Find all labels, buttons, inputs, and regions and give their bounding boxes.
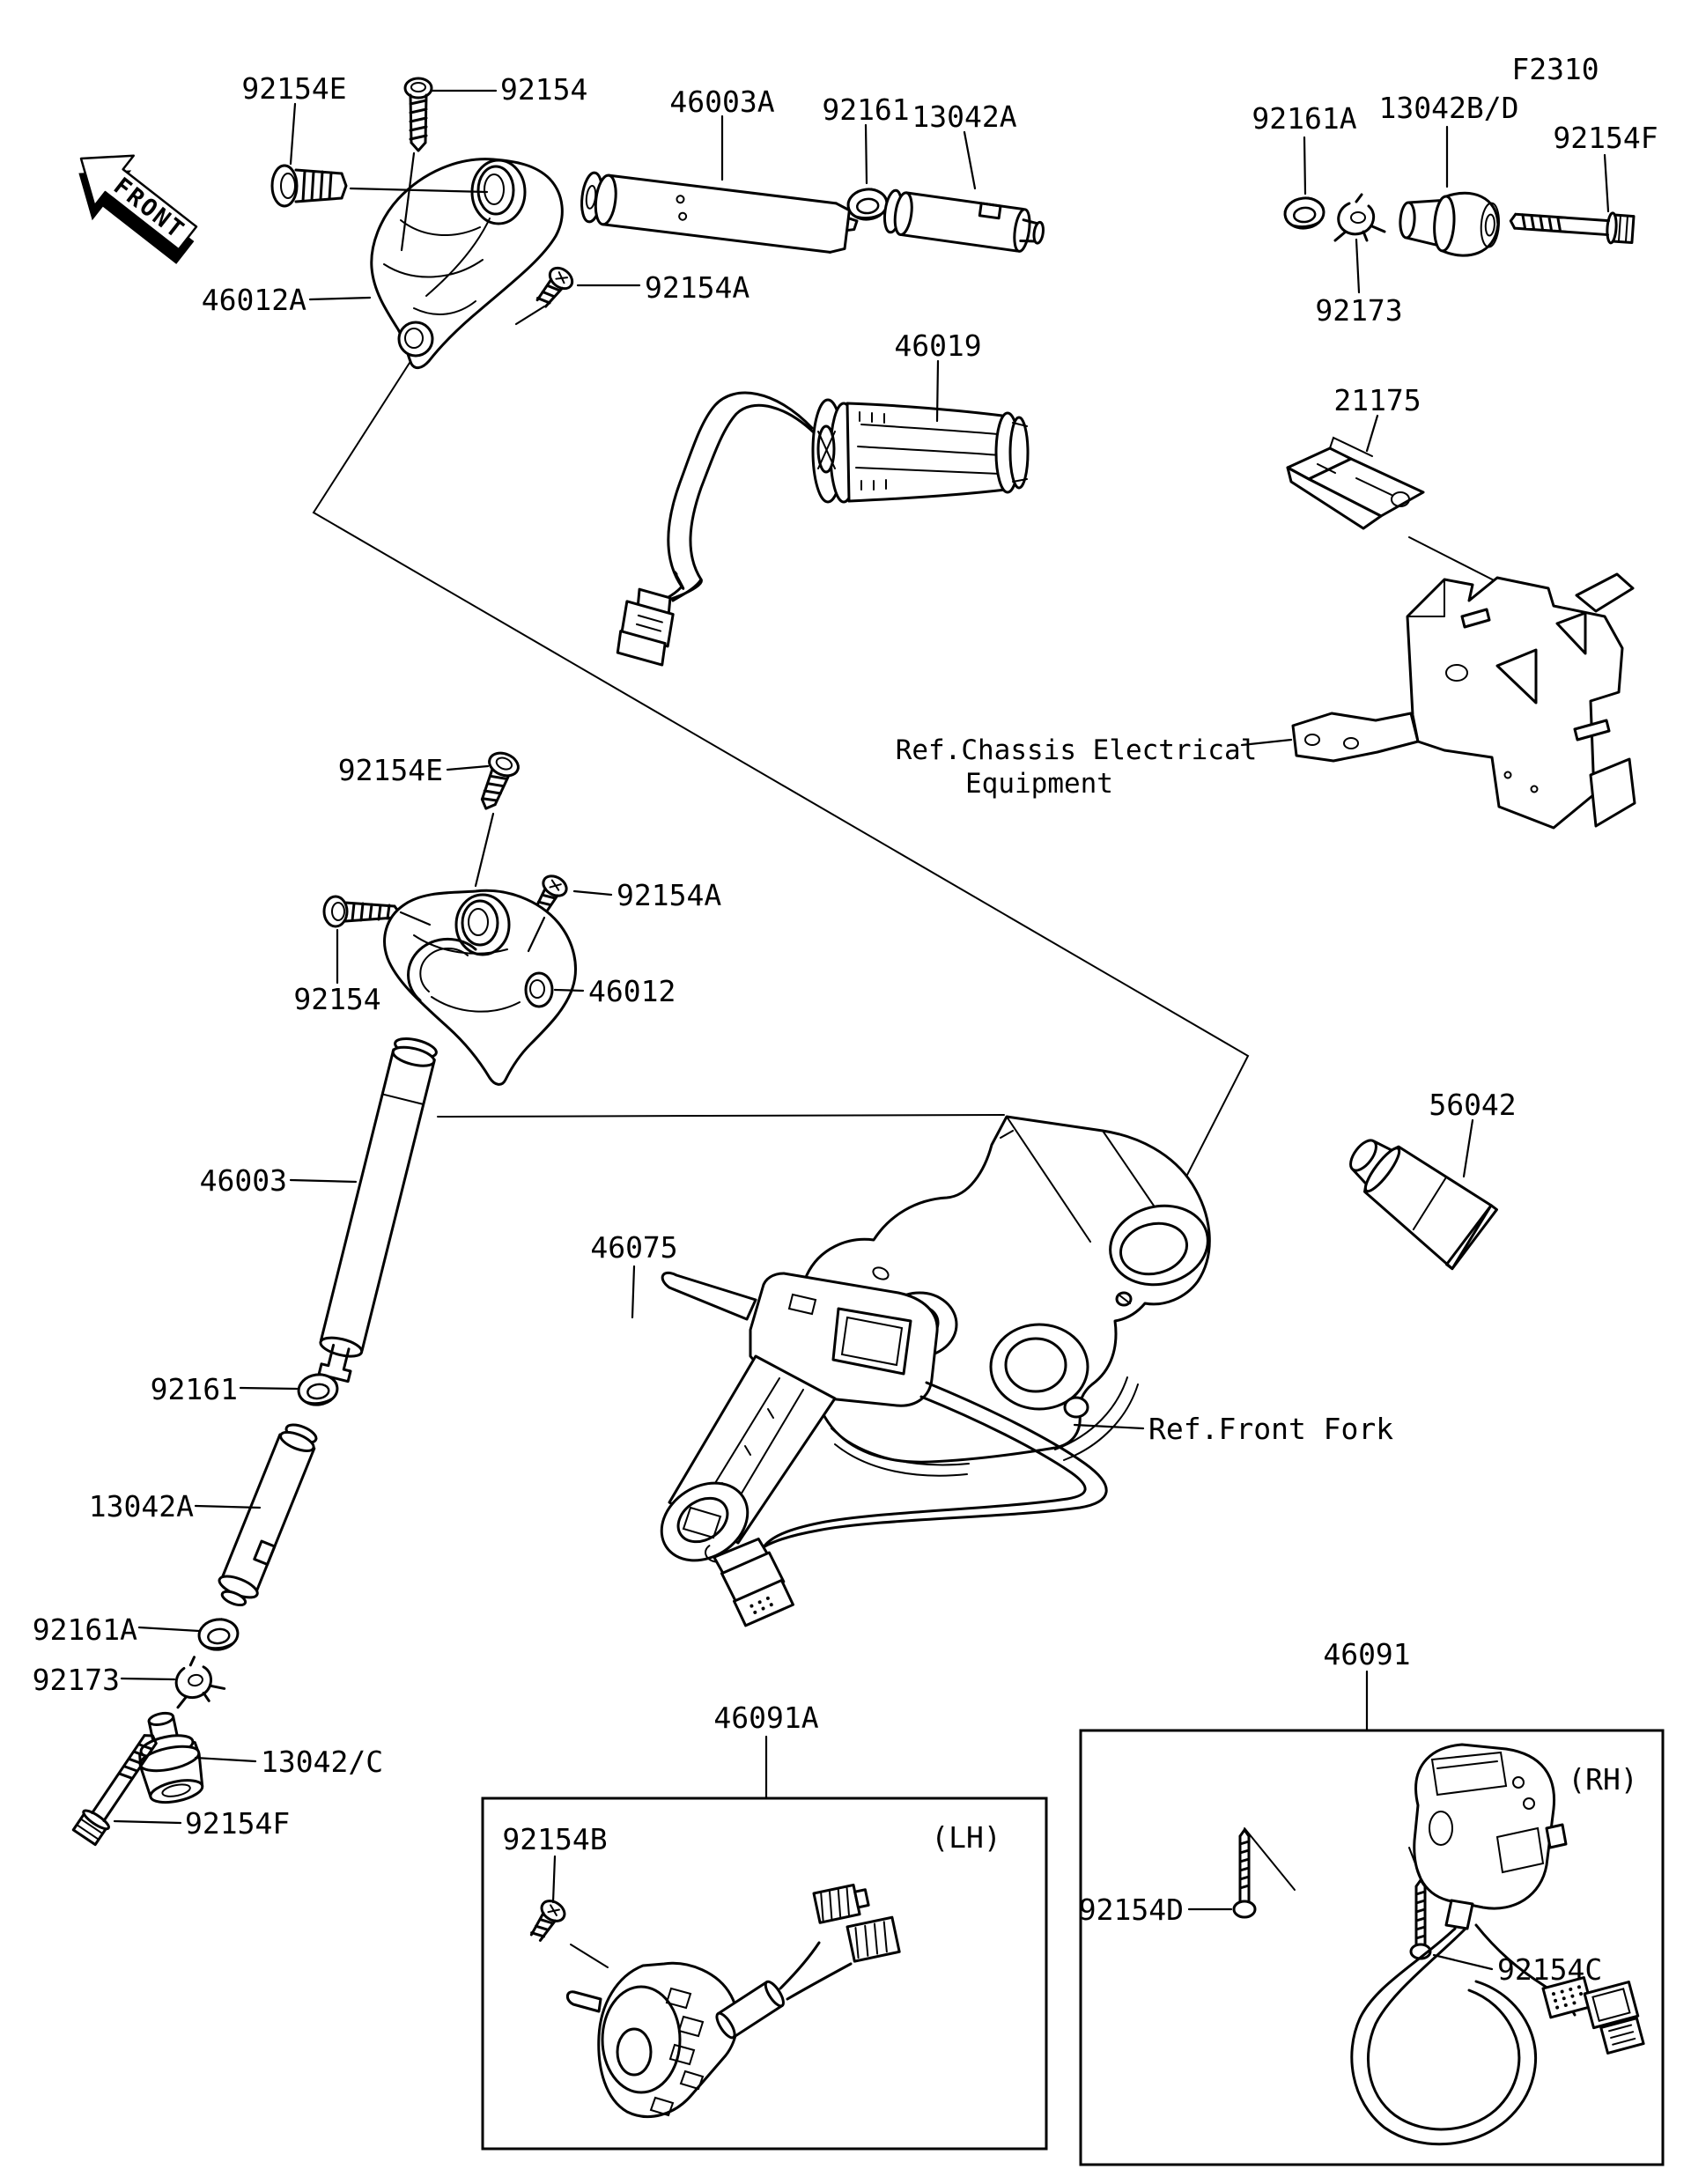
label-46012a: 46012A (202, 283, 306, 317)
part-21175-relay (1286, 436, 1510, 589)
part-46003a-handlebar (580, 171, 859, 255)
part-56042-grease (1349, 1139, 1498, 1271)
ref-chassis-line1: Ref.Chassis Electrical (896, 734, 1258, 766)
part-46019-heated-grip (616, 391, 1030, 667)
label-92161-top: 92161 (822, 92, 909, 127)
part-92154-top-screw (403, 77, 433, 152)
lh-inset-box (481, 1797, 1048, 2151)
label-92154a-top: 92154A (645, 270, 750, 305)
part-13042c-end-piece (138, 1711, 204, 1804)
part-46012-holder (383, 889, 577, 1086)
label-92173-top: 92173 (1315, 293, 1402, 328)
label-92161-mid: 92161 (151, 1372, 238, 1406)
part-92154c-screw (1409, 1878, 1432, 1960)
label-92154f-top: 92154F (1553, 121, 1658, 155)
part-46091-switch (1413, 1743, 1568, 1930)
label-46019: 46019 (894, 328, 981, 363)
label-46003a: 46003A (669, 85, 774, 119)
label-92154d: 92154D (1079, 1893, 1184, 1927)
part-92154e-top-screw (270, 164, 348, 208)
part-92173-mid-clip (166, 1650, 228, 1709)
front-arrow-icon: FRONT (78, 154, 198, 264)
label-92173-mid: 92173 (33, 1663, 120, 1697)
part-46091-harness (1350, 1923, 1645, 2146)
part-92154-mid-bolt (322, 895, 401, 928)
part-92161a-mid-nut (196, 1615, 241, 1654)
part-92154a-top-screw (530, 262, 578, 313)
label-92154e-top: 92154E (241, 71, 346, 106)
label-21175: 21175 (1333, 383, 1421, 417)
part-46091a-switch (565, 1883, 901, 2119)
label-lh: (LH) (931, 1820, 1001, 1855)
part-92161a-top-nut (1281, 195, 1327, 232)
label-92161a-top: 92161A (1252, 101, 1356, 136)
label-13042c: 13042/C (261, 1745, 383, 1779)
label-92161a-mid: 92161A (33, 1612, 137, 1647)
part-92154d-screw (1232, 1828, 1257, 1919)
label-46091: 46091 (1323, 1637, 1410, 1671)
label-92154a-mid: 92154A (617, 878, 721, 912)
rh-inset-box (1079, 1729, 1665, 2166)
part-46012a-holder (370, 158, 564, 369)
part-13042a-mid-tube (217, 1423, 318, 1607)
label-46075: 46075 (590, 1230, 677, 1265)
part-92173-top-clip (1333, 193, 1386, 242)
part-13042a-top-tube (882, 188, 1045, 253)
label-13042bd: 13042B/D (1379, 91, 1519, 125)
label-13042a-top: 13042A (912, 100, 1016, 134)
label-92154c: 92154C (1497, 1952, 1602, 1987)
part-labels: F2310 92154E 92154 46003A 92161 13042A 9… (33, 52, 1658, 1987)
ref-front-fork: Ref.Front Fork (1148, 1412, 1393, 1446)
label-92154-mid: 92154 (293, 982, 380, 1016)
ref-chassis-line2: Equipment (965, 768, 1113, 800)
label-92154e-mid: 92154E (338, 753, 443, 787)
part-92154f-top-bolt (1508, 204, 1636, 246)
diagram-code: F2310 (1511, 52, 1599, 86)
part-92161-top-nut (845, 186, 890, 223)
part-chassis-electrical-bracket (1291, 572, 1636, 830)
part-46075-grip-switch (660, 1271, 1108, 1627)
label-13042a-mid: 13042A (89, 1489, 194, 1524)
label-rh: (RH) (1568, 1762, 1637, 1797)
label-92154-top: 92154 (500, 72, 587, 107)
label-92154b: 92154B (502, 1822, 607, 1856)
part-13042bd-end-piece (1399, 191, 1500, 257)
label-46091a: 46091A (713, 1701, 818, 1735)
label-46012: 46012 (588, 974, 676, 1008)
label-92154f-mid: 92154F (185, 1806, 290, 1841)
leader-lines (113, 89, 1610, 1971)
part-46003-handlebar (317, 1037, 438, 1383)
part-92154e-mid-screw (470, 748, 523, 815)
part-92154b-screw (524, 1895, 570, 1946)
label-56042: 56042 (1429, 1088, 1516, 1122)
label-46003: 46003 (200, 1163, 287, 1198)
